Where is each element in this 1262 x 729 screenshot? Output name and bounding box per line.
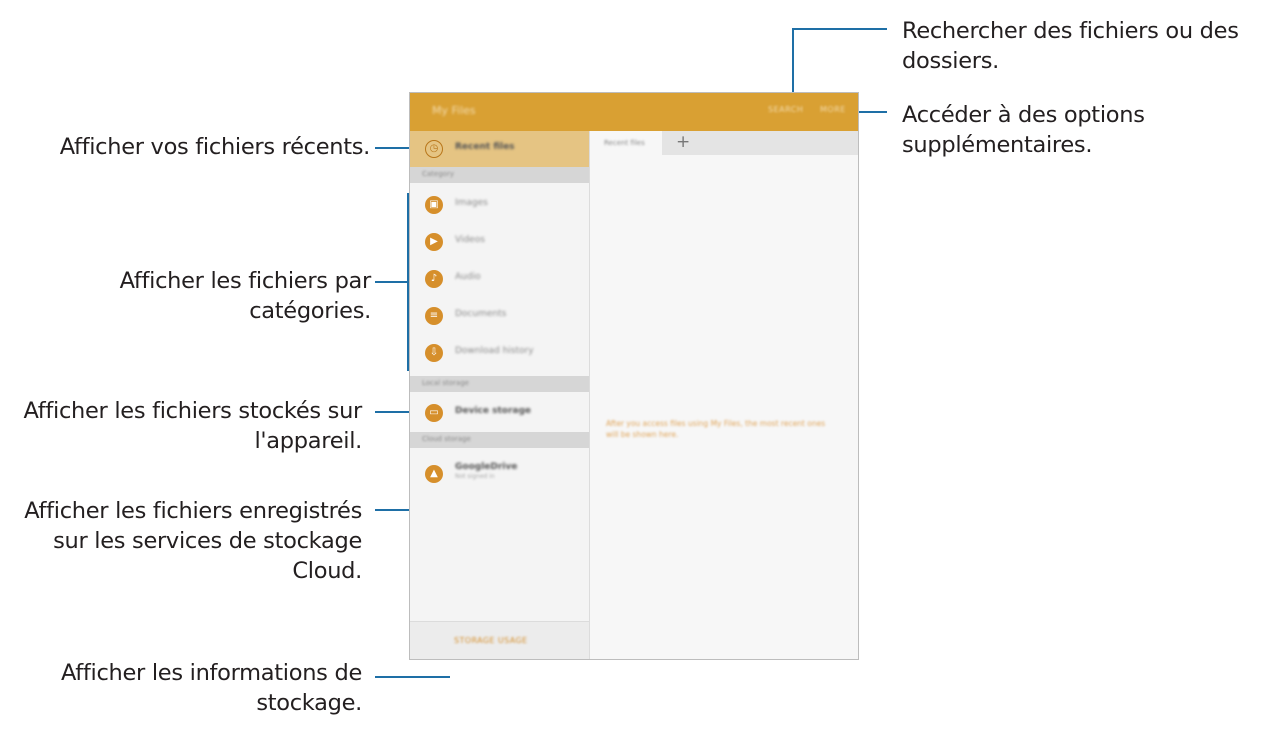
callout-line: l'appareil. [254,428,362,454]
sidebar-item-label: Videos [455,235,485,245]
callout-line: Afficher les fichiers enregistrés [24,498,362,524]
leader-line-more [849,111,887,113]
sidebar-item-device-storage[interactable]: ▭ Device storage [410,395,589,431]
callout-categories: Afficher les fichiers par catégories. [0,266,372,326]
callout-device: Afficher les fichiers stockés sur l'appa… [0,396,362,456]
download-icon: ⇩ [425,344,443,362]
my-files-screen: My Files SEARCH MORE ◷ Recent files Cate… [409,92,859,660]
clock-icon: ◷ [425,140,443,158]
sidebar-item-recent-files[interactable]: ◷ Recent files [410,131,589,167]
callout-line: Afficher les fichiers par [119,268,372,294]
sidebar-item-label: GoogleDrive [455,462,518,472]
callout-line: catégories. [249,298,371,324]
callout-more: Accéder à des options supplémentaires. [902,100,1257,160]
callout-line: dossiers. [902,48,1000,74]
leader-line-cloud-h [375,509,439,511]
sidebar-item-download-history[interactable]: ⇩ Download history [410,335,589,371]
tab-bar: Recent files + [590,131,858,155]
music-note-icon: ♪ [425,270,443,288]
more-button[interactable]: MORE [820,105,846,114]
device-icon: ▭ [425,404,443,422]
section-header-local-storage: Local storage [410,376,589,392]
storage-usage-button[interactable]: STORAGE USAGE [410,621,589,659]
callout-search: Rechercher des fichiers ou des dossiers. [902,16,1257,76]
leader-line-search-v [792,28,794,104]
sidebar-item-audio[interactable]: ♪ Audio [410,261,589,297]
sidebar-item-googledrive[interactable]: ▲ GoogleDrive Not signed in [410,453,589,497]
empty-state-message: After you access files using My Files, t… [606,419,826,439]
section-header-label: Local storage [422,379,469,387]
callout-line: Afficher les informations de [61,660,362,686]
section-header-label: Category [422,170,454,178]
drive-icon: ▲ [425,465,443,483]
callout-line: Cloud. [292,558,362,584]
callout-line: supplémentaires. [902,132,1093,158]
sidebar-item-label: Documents [455,309,507,319]
tab-recent-files[interactable]: Recent files [590,131,662,155]
image-icon: ▣ [425,196,443,214]
sidebar-item-sublabel: Not signed in [455,473,495,480]
callout-storage: Afficher les informations de stockage. [0,658,362,718]
app-bar: My Files SEARCH MORE [410,93,858,131]
leader-line-search-h [792,28,887,30]
document-icon: ≡ [425,307,443,325]
add-tab-button[interactable]: + [676,132,691,152]
sidebar-item-label: Audio [455,272,481,282]
sidebar-item-label: Device storage [455,406,531,416]
callout-recent: Afficher vos fichiers récents. [0,132,371,162]
section-header-label: Cloud storage [422,435,471,443]
sidebar-item-documents[interactable]: ≡ Documents [410,298,589,334]
callout-line: Accéder à des options [902,102,1145,128]
leader-line-device [375,411,427,413]
callout-cloud: Afficher les fichiers enregistrés sur le… [0,496,362,586]
sidebar-item-label: Images [455,198,488,208]
callout-line: Afficher vos fichiers récents. [59,134,371,160]
section-header-category: Category [410,167,589,183]
callout-line: stockage. [256,690,362,716]
sidebar-item-label: Download history [455,346,534,356]
callout-line: sur les services de stockage [53,528,362,554]
sidebar: ◷ Recent files Category ▣ Images ▶ Video… [410,131,590,659]
video-icon: ▶ [425,233,443,251]
callout-line: Afficher les fichiers stockés sur [23,398,362,424]
callout-line: Rechercher des fichiers ou des [902,18,1239,44]
tab-label: Recent files [604,139,645,147]
sidebar-item-videos[interactable]: ▶ Videos [410,224,589,260]
leader-line-recent [375,147,425,149]
search-button[interactable]: SEARCH [768,105,804,114]
app-title: My Files [432,104,476,117]
storage-usage-label: STORAGE USAGE [454,636,528,645]
sidebar-item-images[interactable]: ▣ Images [410,187,589,223]
leader-line-storage [375,676,450,678]
leader-line-categories [375,281,409,283]
section-header-cloud-storage: Cloud storage [410,432,589,448]
sidebar-item-label: Recent files [455,142,515,152]
